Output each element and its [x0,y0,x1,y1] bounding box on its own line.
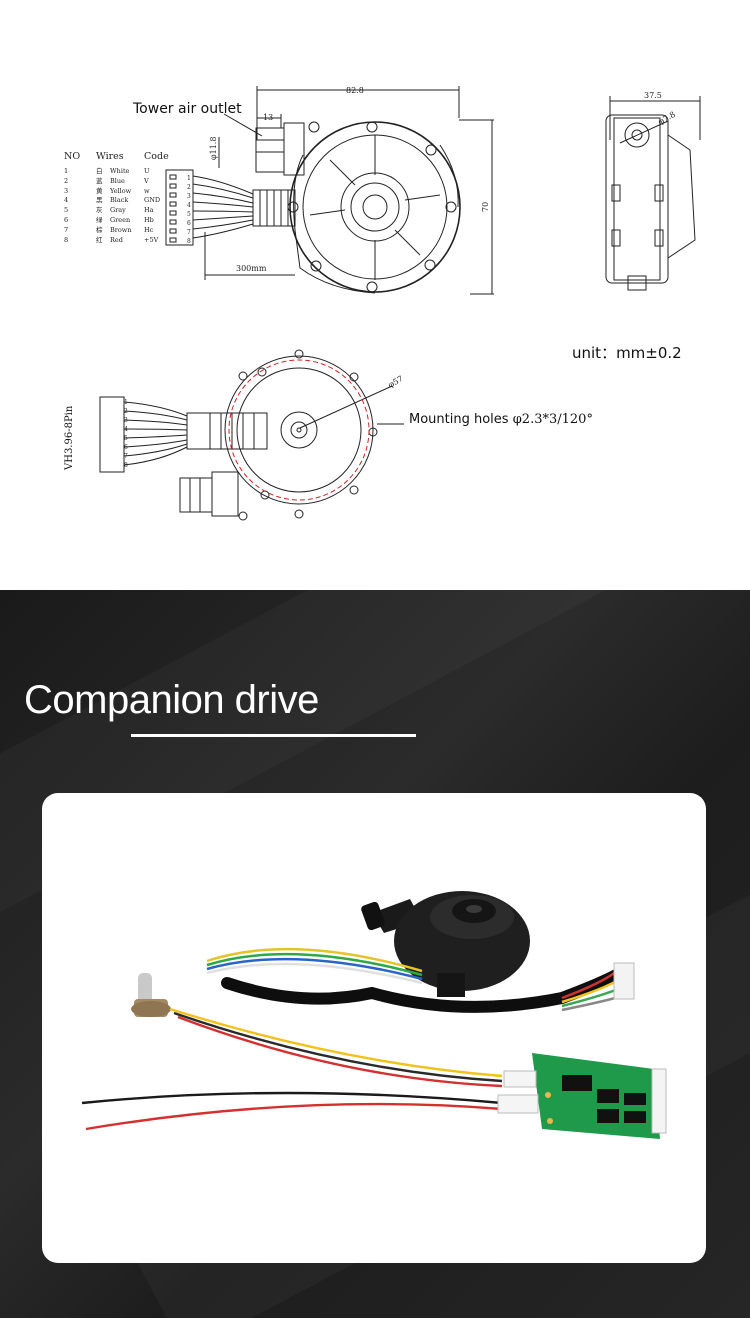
title-underline [131,734,416,737]
pin-number: 3 [187,193,191,200]
pin-number: 7 [187,229,191,236]
driver-board-icon [497,1053,667,1139]
col-wires: Wires [96,151,124,162]
companion-drive-section: Companion drive [0,590,750,1318]
col-no: NO [64,151,81,162]
wire-code: GND [144,196,161,205]
pin-number: 4 [187,202,191,209]
wire-color: Black [110,196,129,205]
wire-table: NO Wires Code 1 白 White U 2 蓝 Blue V 3 黄 Yellow w 4 黑… [62,151,174,245]
wire-no: 1 [64,167,69,175]
pin-number: 5 [124,435,128,442]
wire-table-row: 4 黑 Black GND [62,196,174,206]
wire-no: 5 [64,206,69,215]
wire-table-row: 5 灰 Gray Ha [62,206,174,216]
pin-number: 3 [124,417,128,424]
dim-side-hole: φ7.8 [657,110,677,127]
wire-zh: 绿 [96,215,103,224]
wire-code: V [144,176,149,185]
wire-table-row: 7 棕 Brown Hc [62,226,174,236]
mounting-circle [228,359,370,501]
wire-zh: 黄 [96,186,103,195]
wire-color: White [110,167,130,175]
mounting-holes-label: Mounting holes φ2.3*3/120° [409,412,593,427]
wire-zh: 白 [96,167,103,175]
pin-number: 2 [187,184,191,191]
wire-zh: 棕 [96,225,103,234]
mounting-holes-text: Mounting holes [409,412,509,427]
dim-outlet-dia: φ11.8 [209,137,218,160]
wire-table-row: 1 白 White U [62,167,174,177]
wire-code: Hb [144,215,154,224]
wire-zh: 红 [96,235,103,244]
product-illustration [81,891,667,1139]
blower-fan-icon [361,891,530,997]
wire-table-row: 8 红 Red +5V [62,236,174,246]
wire-color: Green [110,215,131,224]
wire-code: U [144,167,150,175]
wire-zh: 蓝 [96,176,103,185]
wire-table-row: 6 绿 Green Hb [62,216,174,226]
pin-number: 1 [124,399,128,406]
wire-color: Gray [110,206,126,215]
pin-number: 6 [187,220,191,227]
wire-table-header: NO Wires Code [62,151,174,167]
wire-code: +5V [144,235,159,244]
pin-number: 1 [187,175,191,182]
wire-zh: 黑 [96,196,103,205]
wire-code: Ha [144,206,154,215]
dim-outlet-width: 13 [263,113,273,122]
wire-code: w [144,186,150,195]
col-code: Code [144,151,169,162]
wire-zh: 灰 [96,206,103,215]
drawing-lines: 82.8 13 φ11.8 70 300mm 37.5 φ7.8 φ57 123… [99,86,701,521]
pin-number: 6 [124,444,128,451]
wire-no: 3 [64,186,69,195]
wire-color: Blue [110,176,125,185]
tower-air-outlet-label: Tower air outlet [133,101,242,117]
wire-table-row: 3 黄 Yellow w [62,187,174,197]
pin-number: 8 [124,462,128,469]
wire-no: 6 [64,215,69,224]
dim-width: 82.8 [346,86,364,95]
unit-label: unit：mm±0.2 [572,344,682,362]
wire-color: Red [110,235,123,244]
pin-number: 5 [187,211,191,218]
dim-depth: 37.5 [644,91,662,100]
wire-no: 8 [64,235,69,244]
wire-code: Hc [144,225,154,234]
mounting-holes-spec: φ2.3*3/120° [512,412,593,427]
wire-no: 4 [64,196,69,205]
tower-leader-line [223,113,263,137]
dim-cable-length: 300mm [236,264,267,273]
section-title: Companion drive [24,678,319,722]
product-photo [42,793,706,1263]
pin-number: 8 [187,238,191,245]
dim-diameter: φ57 [387,374,405,390]
connector-icon [613,962,635,1000]
potentiometer-icon [131,973,171,1017]
pin-number: 4 [124,426,128,433]
wire-no: 2 [64,176,69,185]
dim-height: 70 [481,202,490,212]
connector-label: VH3.96-8Pin [64,405,75,470]
pin-number: 7 [124,453,128,460]
wire-color: Yellow [110,186,132,195]
wire-color: Brown [110,225,132,234]
wire-no: 7 [64,225,69,234]
wire-table-row: 2 蓝 Blue V [62,177,174,187]
pin-number: 2 [124,408,128,415]
